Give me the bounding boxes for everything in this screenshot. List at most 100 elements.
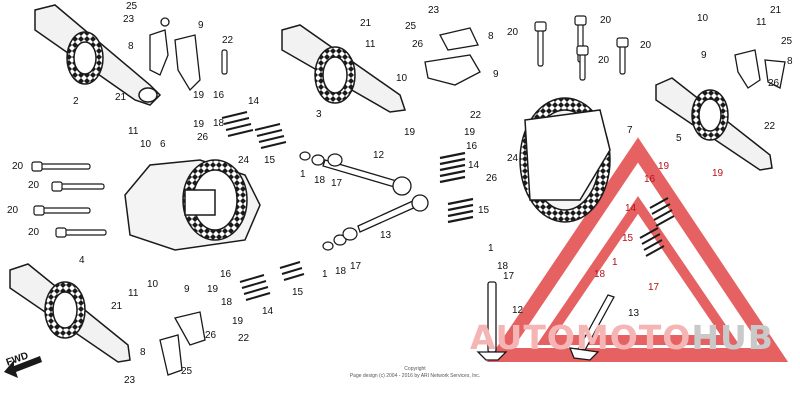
camshaft-5 [655,77,773,171]
callout-1: 1 [612,257,618,268]
callout-4: 4 [79,255,85,266]
callout-17: 17 [503,271,515,282]
callout-26: 26 [197,132,209,143]
callout-3: 3 [316,109,322,120]
callout-25: 25 [405,21,417,32]
callout-8: 8 [140,347,146,358]
callout-17: 17 [331,178,343,189]
fwd-arrow-icon [4,356,42,378]
callout-12: 12 [512,305,524,316]
callout-8: 8 [128,41,134,52]
callout-11: 11 [128,288,139,299]
callout-19: 19 [193,119,205,130]
callout-20: 20 [12,161,24,172]
callout-1: 1 [488,243,494,254]
callout-19: 19 [193,90,205,101]
callout-19: 19 [658,161,670,172]
callout-22: 22 [238,333,250,344]
callout-20: 20 [640,40,652,51]
callout-19: 19 [207,284,219,295]
watermark-word2: HUB [691,318,774,357]
callout-1: 1 [322,269,328,280]
callout-18: 18 [221,297,233,308]
valve-spring-14-bottom [239,261,305,301]
callout-1: 1 [300,169,306,180]
callout-9: 9 [198,20,204,31]
callout-26: 26 [768,78,780,89]
valve-spring-14-middle [439,151,474,224]
callout-19: 19 [712,168,724,179]
callout-25: 25 [181,366,193,377]
valve-parts-middle [299,151,358,251]
callout-14: 14 [262,306,274,317]
callout-7: 7 [627,125,633,136]
bolts-20-top [534,15,629,81]
callout-18: 18 [335,266,347,277]
watermark-text: AUTOMOTOHUB [470,318,774,357]
callout-9: 9 [184,284,190,295]
callout-14: 14 [248,96,260,107]
callout-14: 14 [625,203,637,214]
callout-15: 15 [622,233,634,244]
valve-spring-14-right [639,197,675,257]
watermark-word1: AUTOMOTO [470,318,692,357]
callout-15: 15 [478,205,490,216]
callout-15: 15 [264,155,276,166]
callout-20: 20 [598,55,610,66]
cam-holder-6 [124,159,261,251]
rocker-arm-8-bottom [159,311,206,376]
callout-20: 20 [28,180,40,191]
rocker-arm-9-right [734,49,786,89]
callout-26: 26 [412,39,424,50]
callout-2: 2 [73,96,79,107]
callout-13: 13 [380,230,392,241]
callout-9: 9 [701,50,707,61]
callout-8: 8 [488,31,494,42]
callout-11: 11 [128,126,139,137]
callout-16: 16 [644,174,656,185]
callout-18: 18 [497,261,509,272]
callout-16: 16 [213,90,225,101]
callout-16: 16 [220,269,232,280]
callout-18: 18 [213,118,225,129]
callout-8: 8 [787,56,793,67]
callout-10: 10 [147,279,159,290]
callout-17: 17 [648,282,660,293]
callout-19: 19 [404,127,416,138]
rocker-arm-8 [149,17,201,92]
callout-12: 12 [373,150,385,161]
callout-15: 15 [292,287,304,298]
bolts-20-left [31,161,107,238]
callout-14: 14 [468,160,480,171]
callout-18: 18 [314,175,326,186]
callout-16: 16 [466,141,478,152]
copyright-line1: Copyright [404,366,426,372]
copyright-line2: Page design (c) 2004 - 2016 by ARI Netwo… [349,373,481,379]
callout-25: 25 [781,36,793,47]
camshaft-2 [34,4,162,106]
watermark-logo [486,137,789,362]
callout-17: 17 [350,261,362,272]
valve-spring-14-left [221,111,287,149]
copyright-notice: Copyright Page design (c) 2004 - 2016 by… [320,366,510,380]
callout-26: 26 [205,330,217,341]
callout-24: 24 [238,155,250,166]
camshaft-3 [281,24,406,113]
valves-12-13 [322,159,429,233]
callout-10: 10 [140,139,152,150]
callout-9: 9 [493,69,499,80]
callout-25: 25 [126,1,138,12]
callout-20: 20 [600,15,612,26]
cam-holder-7 [519,97,611,223]
callout-20: 20 [507,27,519,38]
callout-26: 26 [486,173,498,184]
callout-21: 21 [360,18,372,29]
callout-10: 10 [697,13,709,24]
callout-19: 19 [464,127,476,138]
callout-11: 11 [756,17,767,28]
callout-5: 5 [676,133,682,144]
callout-22: 22 [764,121,776,132]
callout-23: 23 [124,375,136,386]
callout-10: 10 [396,73,408,84]
